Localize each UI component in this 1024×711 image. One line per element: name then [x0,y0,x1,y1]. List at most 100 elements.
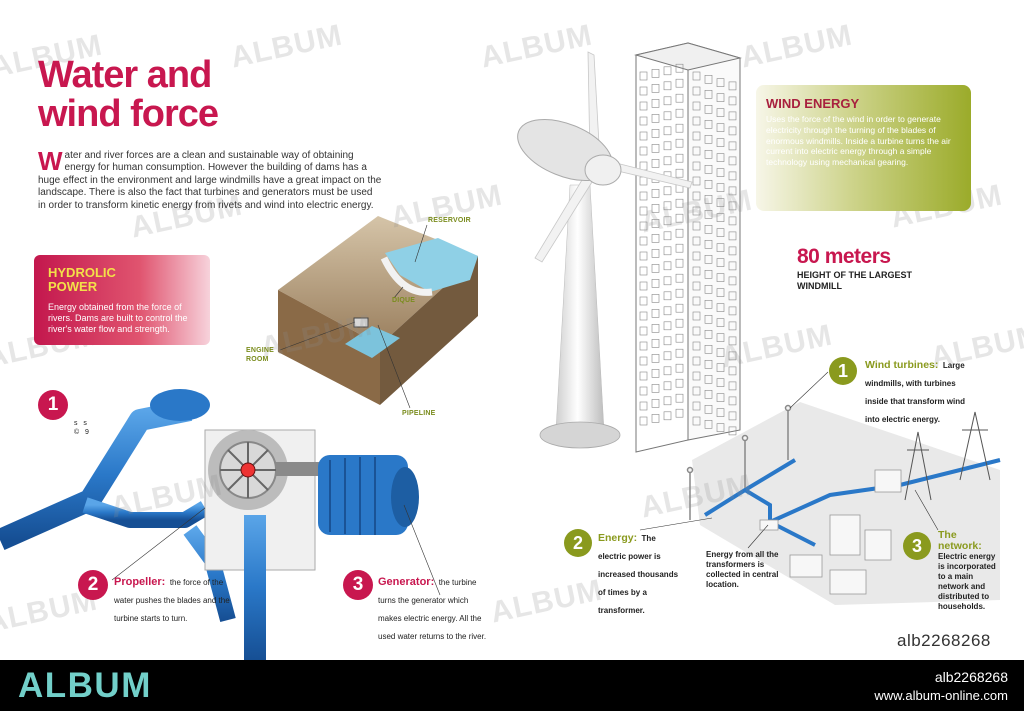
skyscraper-window [651,399,660,408]
skyscraper-window [639,191,648,201]
skyscraper-window [716,333,725,342]
skyscraper-window [639,371,648,381]
hydro-step-2-badge: 2 [78,570,108,600]
skyscraper-window [663,276,672,286]
skyscraper-window [704,180,713,189]
skyscraper-window [651,279,660,288]
skyscraper-window [692,341,701,351]
skyscraper-window [728,396,737,406]
skyscraper-window [728,156,737,166]
hydro-step-3-badge: 3 [343,570,373,600]
skyscraper-window [675,78,684,88]
skyscraper-window [704,195,713,204]
skyscraper-window [675,378,684,388]
skyscraper-window [692,311,701,321]
skyscraper-window [675,63,684,73]
skyscraper-window [716,228,725,237]
tiny-note: s s © 9 [74,420,89,436]
generator-note: Generator: the turbine turns the generat… [378,572,488,644]
skyscraper-window [675,228,684,238]
skyscraper-window [716,168,725,177]
generator-motor [318,455,408,535]
skyscraper-window [728,186,737,196]
skyscraper-window [716,123,725,132]
skyscraper-window [675,333,684,343]
skyscraper-window [704,135,713,144]
intro-dropcap: W [38,146,63,176]
skyscraper-window [675,243,684,253]
skyscraper-window [728,246,737,256]
engine-room-leader [279,321,356,351]
skyscraper-window [704,389,713,399]
skyscraper-window [704,359,713,369]
skyscraper-window [651,339,660,348]
skyscraper-window [663,81,672,91]
skyscraper-window [716,243,725,252]
skyscraper-window [692,251,701,261]
skyscraper-window [663,216,672,226]
generator-leader [403,504,441,596]
wind-turbines-text: Large windmills, with turbines inside th… [865,361,966,424]
skyscraper [634,42,742,453]
skyscraper-window [663,141,672,151]
skyscraper-window [692,161,701,171]
skyscraper-window [639,266,648,276]
dam-terrain-front [278,290,380,405]
skyscraper-window [692,191,701,201]
skyscraper-window [704,269,713,279]
skyscraper-window [639,341,648,351]
skyscraper-window [704,329,713,339]
skyscraper-window [728,306,737,316]
skyscraper-window [704,120,713,129]
skyscraper-window [728,126,737,136]
skyscraper-window [639,131,648,141]
skyscraper-window [663,201,672,211]
skyscraper-window [716,393,725,402]
windmill-hub [584,154,622,186]
album-logo[interactable]: ALBUM [18,666,152,705]
windmill-height-value: 80 meters [797,245,891,268]
propeller-heading: Propeller: [114,576,166,588]
skyscraper-window [728,261,737,271]
skyscraper-window [728,231,737,241]
skyscraper-window [675,168,684,178]
skyscraper-window [651,99,660,108]
city-buildings [759,469,902,595]
skyscraper-window [675,213,684,223]
skyscraper-window [663,351,672,361]
turbine-hub [240,462,256,478]
skyscraper-window [716,288,725,297]
windmill-height-label: HEIGHT OF THE LARGEST WINDMILL [797,270,913,291]
windmill-base [539,421,621,449]
skyscraper-window [663,186,672,196]
skyscraper-windows [639,63,737,436]
skyscraper-window [716,378,725,387]
image-code: alb2268268 [897,631,991,650]
skyscraper-window [716,423,725,432]
energy-heading: Energy: [598,532,638,544]
hydro-step-1-badge: 1 [38,390,68,420]
skyscraper-window [651,84,660,93]
skyscraper-window [716,183,725,192]
skyscraper-window [716,273,725,282]
skyscraper-window [663,111,672,121]
drive-shaft [276,462,326,476]
skyscraper-window [716,108,725,117]
large-windmill [517,51,693,449]
skyscraper-window [716,408,725,417]
skyscraper-window [716,363,725,372]
footer-bar: ALBUM alb2268268 www.album-online.com [0,660,1024,711]
skyscraper-window [651,144,660,153]
wind-step-2-badge: 2 [564,529,592,557]
skyscraper-window [651,354,660,363]
skyscraper-window [639,356,648,366]
skyscraper-window [675,273,684,283]
dam-terrain-side [380,256,478,405]
skyscraper-window [704,374,713,384]
skyscraper-window [651,414,660,423]
dam-river-outflow [345,326,400,358]
skyscraper-window [639,401,648,411]
skyscraper-window [704,150,713,159]
footer-url[interactable]: www.album-online.com [874,688,1008,703]
skyscraper-side [687,42,741,441]
